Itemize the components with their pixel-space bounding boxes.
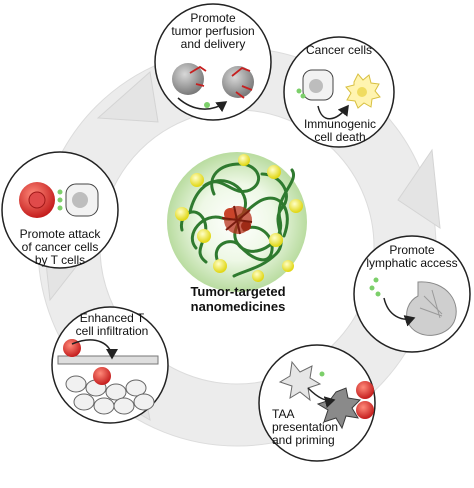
vessel-wall [57,355,159,365]
attack-line2: of cancer cells [21,240,99,254]
perfusion-label: Promote tumor perfusion and delivery [158,12,268,51]
cell-death-line1: Immunogenic [303,117,377,131]
drug-core [221,205,253,235]
ring-arrowhead [96,71,159,123]
nanoparticle-icon [204,102,210,108]
dendritic-cell [278,360,322,402]
cell-nucleus [72,192,88,208]
perfusion-line3: and delivery [180,37,246,51]
progression-arrow [383,297,416,327]
progression-arrow [177,97,228,113]
tumor-mass [172,63,204,95]
t-cell [63,339,81,357]
presentation-line2: presentation [272,420,339,434]
lymph-node [406,281,457,336]
lymphatic-label: Promote lymphatic access [356,244,468,270]
nanomedicine-illustration [167,152,307,292]
attack-line3: by T cells [34,253,86,267]
perfusion-line1: Promote [190,11,236,25]
infiltration-line1: Enhanced T [79,311,145,325]
t-cell [356,401,374,419]
t-cell [356,381,374,399]
step-presentation [258,344,376,462]
center-label-line1: Tumor-targeted [190,284,286,299]
step-perfusion [154,3,272,121]
mature-dendritic-cell [316,387,362,430]
step-lymphatic [353,235,471,353]
attack-label: Promote attack of cancer cells by T cell… [8,228,112,267]
infiltration-label: Enhanced T cell infiltration [62,312,162,338]
tissue-cells [65,375,155,415]
presentation-label: TAA presentation and priming [272,408,348,447]
attack-line1: Promote attack [19,227,101,241]
infiltration-line2: cell infiltration [75,324,149,338]
ring-arrowhead [397,148,441,230]
cell-death-label: Immunogenic cell death [300,118,380,144]
step-cell-death [283,36,395,148]
center-label: Tumor-targeted nanomedicines [178,284,298,314]
perfusion-line2: tumor perfusion [171,24,255,38]
presentation-line3: and priming [272,433,335,447]
step-attack [1,151,119,269]
progression-arrow [307,387,336,408]
cell-nucleus [309,79,323,93]
cancer-cells-label: Cancer cells [305,43,373,57]
step-infiltration [51,306,169,424]
blood-vessels [189,65,253,99]
tumor-mass [222,66,254,98]
polymer-strands [179,162,295,278]
presentation-line1: TAA [272,407,295,421]
nanoparticle-beads [175,154,303,282]
progression-arrow [317,104,349,120]
cell-death-line2: cell death [314,130,366,144]
lymphatic-line2: lymphatic access [366,256,458,270]
lymphatic-line1: Promote [389,243,435,257]
t-cell [93,367,111,385]
center-label-line2: nanomedicines [190,299,286,314]
progression-arrow [71,339,118,360]
